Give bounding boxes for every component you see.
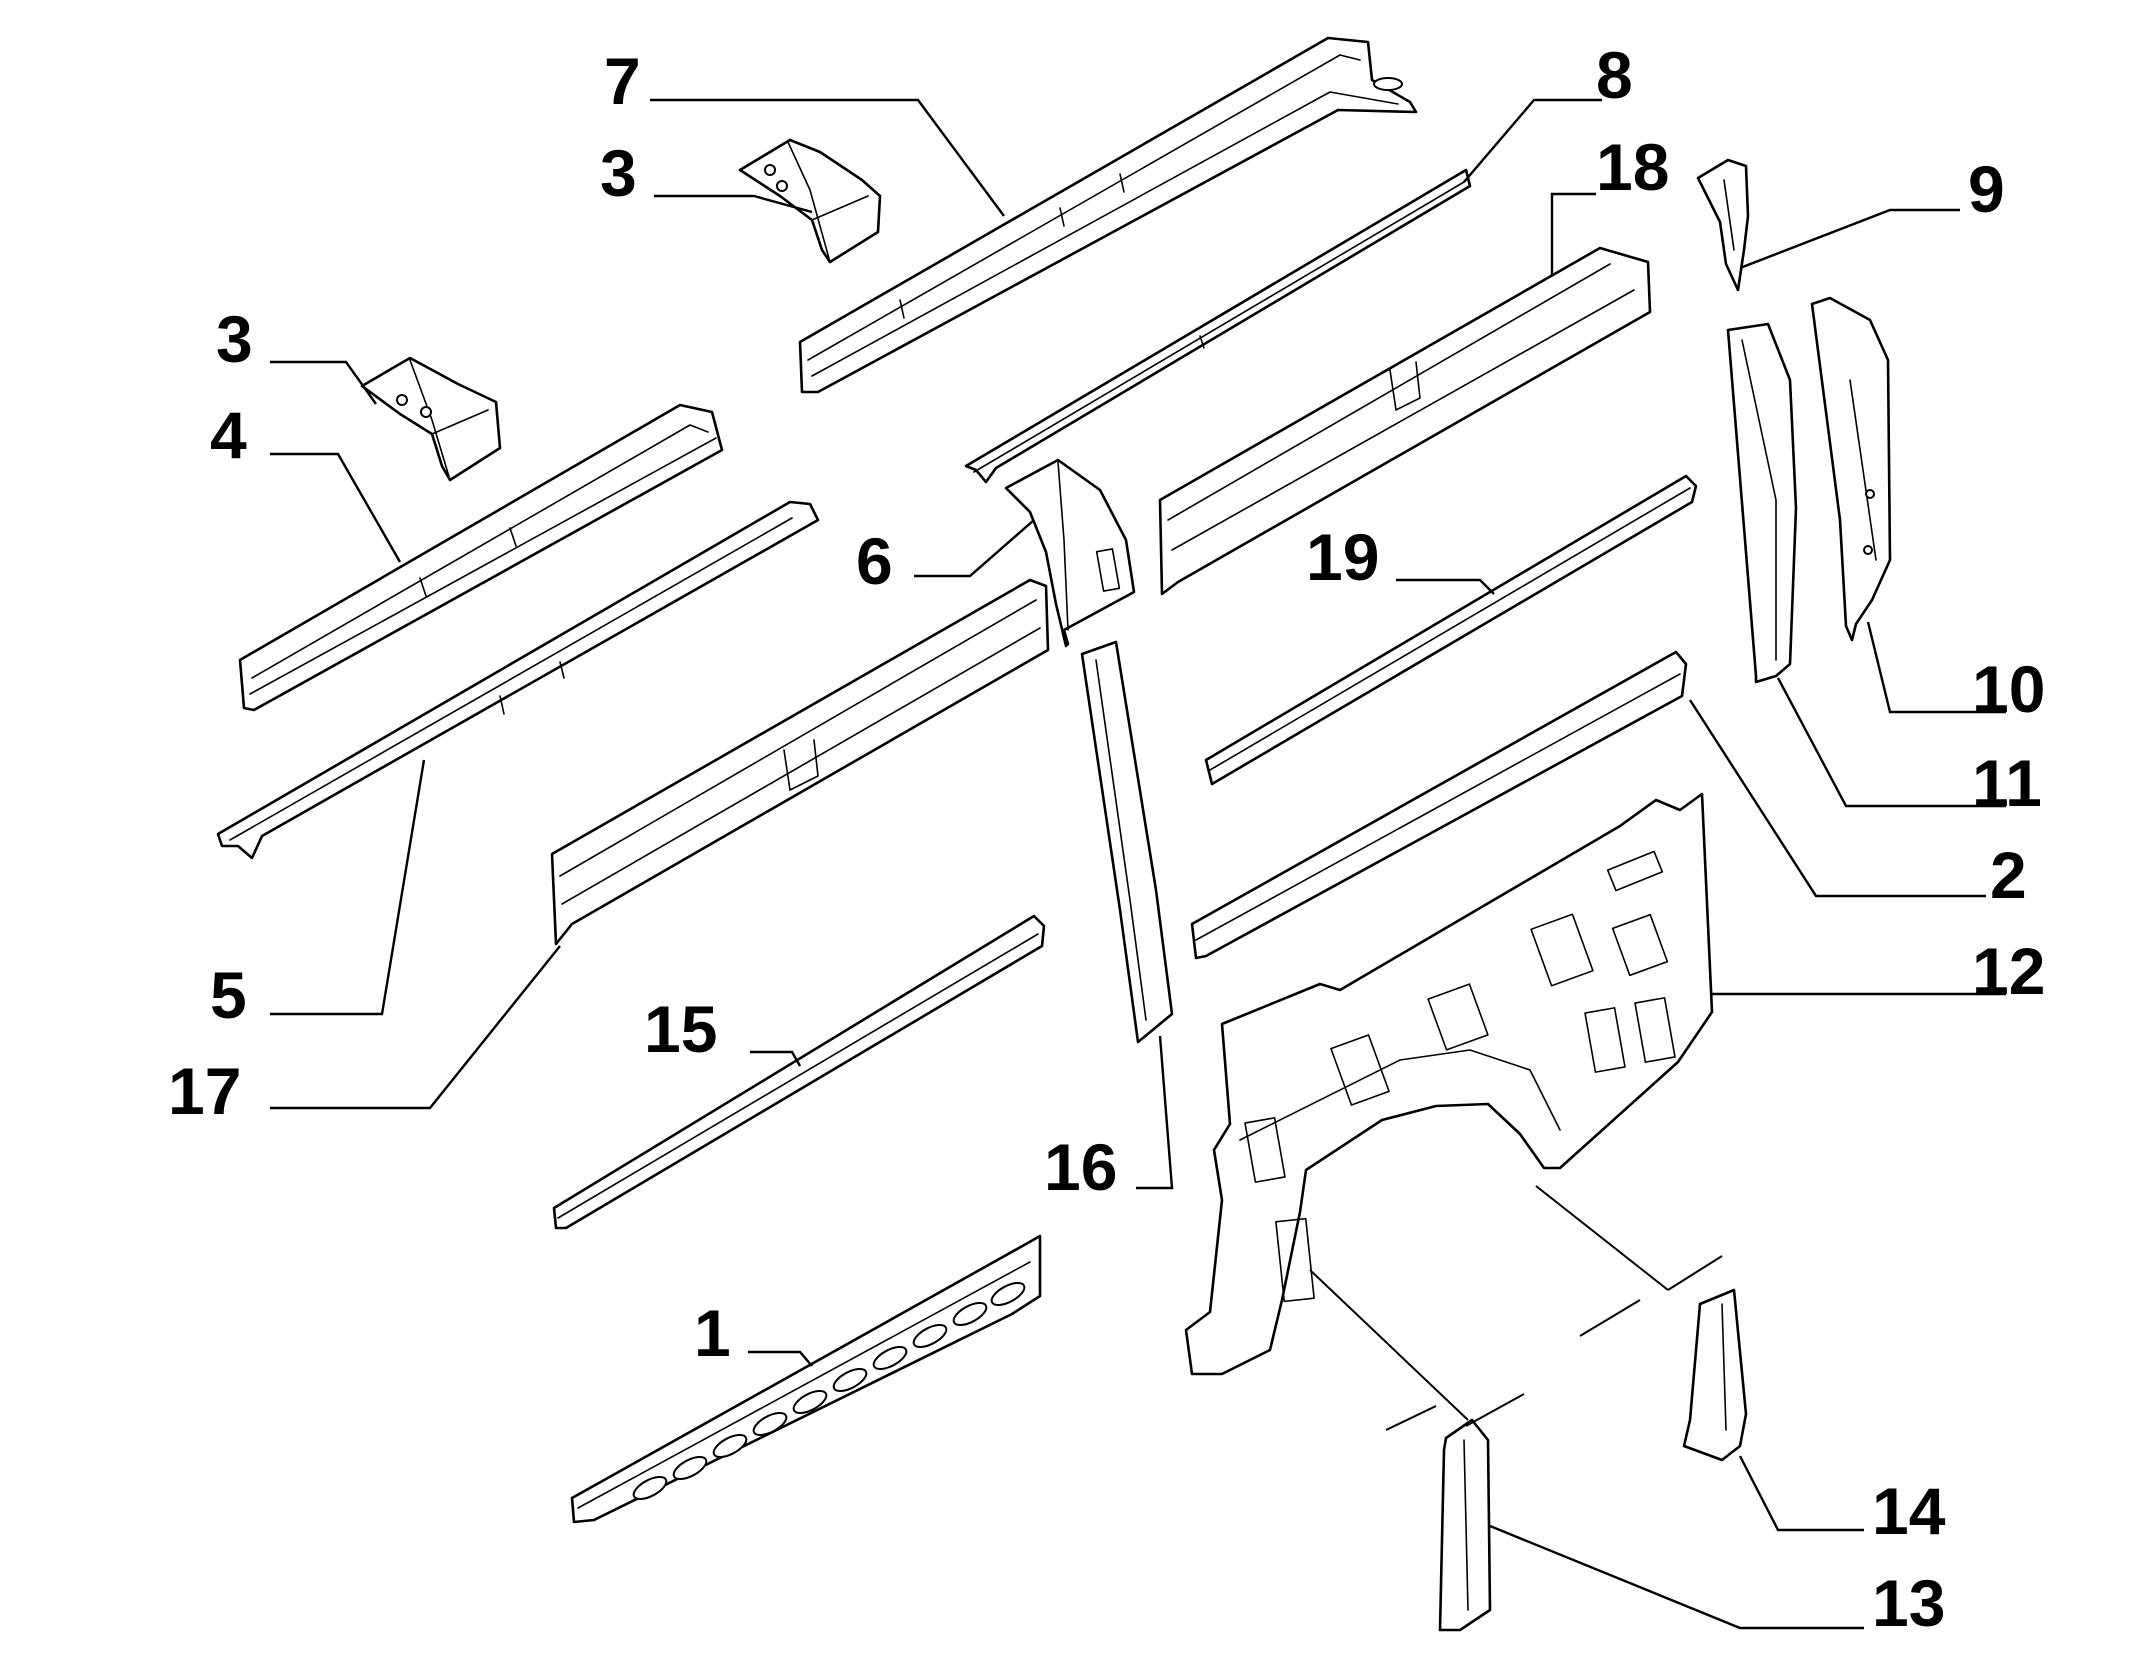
leader-3b: [270, 360, 377, 405]
callout-12: 12: [1972, 934, 2045, 1008]
part-10-vertical-pillar: [1810, 296, 1892, 642]
leader-11: [1776, 677, 2006, 808]
callout-13: 13: [1872, 1566, 1945, 1640]
leader-14: [1738, 1455, 1864, 1532]
callout-1: 1: [694, 1296, 731, 1370]
callout-6: 6: [856, 524, 893, 598]
leader-17: [270, 945, 561, 1110]
callout-4: 4: [210, 398, 247, 472]
leader-15: [750, 1050, 802, 1067]
part-16-vertical-column: [1080, 640, 1174, 1044]
part-19-rail: [1204, 474, 1698, 786]
callout-18: 18: [1596, 130, 1669, 204]
callout-5: 5: [210, 958, 247, 1032]
callout-9: 9: [1968, 152, 2005, 226]
part-2-rail: [1190, 650, 1688, 960]
leader-2: [1688, 699, 1986, 898]
leader-8: [1463, 98, 1602, 183]
callout-8: 8: [1596, 38, 1633, 112]
callout-14: 14: [1872, 1474, 1946, 1548]
callout-17: 17: [168, 1054, 241, 1128]
assembly-guide-lines: [1309, 1185, 1723, 1431]
callout-16: 16: [1044, 1130, 1117, 1204]
leader-lines: [270, 98, 2006, 1630]
leader-9: [1739, 208, 1960, 270]
leader-13: [1489, 1524, 1864, 1630]
leader-1: [748, 1350, 813, 1367]
callout-7: 7: [604, 44, 641, 118]
part-14-small-plate: [1682, 1288, 1748, 1462]
part-8-upper-channel: [964, 168, 1472, 484]
part-5-lower-rail: [216, 500, 820, 860]
callout-10: 10: [1972, 652, 2045, 726]
callout-11: 11: [1972, 746, 2042, 820]
callout-19: 19: [1306, 520, 1379, 594]
callout-3b: 3: [216, 302, 253, 376]
part-6-pillar-bracket: [1004, 458, 1136, 648]
part-18-box-rail: [1158, 246, 1652, 596]
part-9-small-bracket: [1696, 158, 1750, 292]
part-11-vertical-post: [1726, 322, 1798, 684]
part-3-lower-bracket: [360, 356, 502, 482]
leader-10: [1866, 621, 2006, 714]
part-17-lower-box-rail: [550, 578, 1050, 946]
leader-3a: [654, 194, 813, 214]
callout-2: 2: [1990, 838, 2027, 912]
part-13-small-plate: [1438, 1418, 1492, 1632]
part-4-sill-rail: [238, 403, 724, 712]
part-15-rail: [552, 914, 1046, 1230]
leader-19: [1396, 578, 1495, 595]
part-3-upper-bracket: [738, 138, 882, 264]
part-12-side-panel: [1184, 792, 1714, 1376]
leader-5: [270, 759, 426, 1016]
part-1-floor-sill: [570, 1234, 1042, 1524]
leader-16: [1136, 1035, 1174, 1190]
part-7-upper-rail: [798, 36, 1418, 394]
callout-15: 15: [644, 992, 717, 1066]
callout-labels: 7 3 3 4 5 17 6 8 18 9 10 11 2 12 19 15 1…: [168, 38, 2045, 1640]
leader-6: [914, 519, 1035, 578]
leader-18: [1550, 192, 1596, 276]
callout-3a: 3: [600, 136, 637, 210]
leader-4: [270, 452, 402, 563]
leader-7: [650, 98, 1005, 217]
